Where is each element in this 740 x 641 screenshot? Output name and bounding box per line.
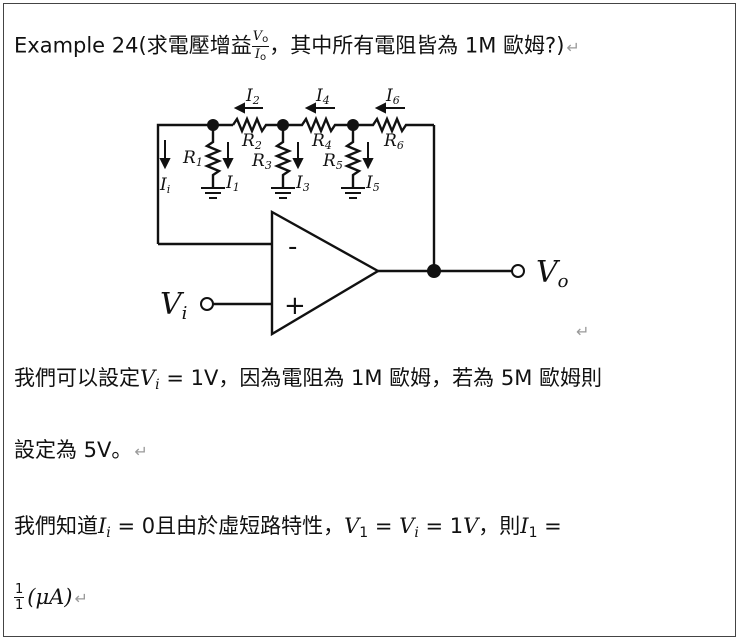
- label-r4: R4: [311, 131, 332, 152]
- op-amp-triangle: [270, 209, 381, 337]
- resistor-r5: [343, 125, 363, 188]
- label-vi: Vi: [160, 287, 187, 324]
- noninverting-sign: +: [284, 291, 306, 321]
- label-vo: Vo: [536, 255, 569, 292]
- resistor-r2: [232, 115, 283, 135]
- vo-terminal: [511, 264, 525, 278]
- resistor-r6: [353, 115, 434, 135]
- label-r6: R6: [383, 131, 404, 152]
- label-ii: Ii: [159, 175, 170, 196]
- inverting-sign: -: [288, 232, 297, 262]
- label-i1: I1: [225, 173, 240, 194]
- label-r1: R1: [182, 148, 203, 169]
- ground-symbols: [201, 187, 365, 199]
- label-i5: I5: [365, 173, 380, 194]
- label-i4: I4: [315, 86, 330, 107]
- label-r2: R2: [241, 131, 262, 152]
- circuit-labels: I2 I4 I6 R2 R4 R6 R1 R3 R5 I1 I3 I5 Ii: [159, 86, 404, 196]
- label-i6: I6: [385, 86, 400, 107]
- vi-terminal: [200, 297, 214, 311]
- resistor-r3: [273, 125, 293, 188]
- label-r5: R5: [322, 151, 343, 172]
- title-suffix: ，其中所有電阻皆為 1M 歐姆?): [269, 33, 565, 58]
- label-i2: I2: [245, 86, 260, 107]
- current-arrows: [159, 102, 405, 170]
- paragraph-mark: ↵: [566, 37, 580, 57]
- title-prefix: Example 24(求電壓增益: [14, 33, 252, 58]
- label-i3: I3: [295, 173, 310, 194]
- paragraph-2: 設定為 5V。↵: [14, 438, 148, 462]
- circuit-wires: [156, 115, 512, 337]
- resistor-r4: [283, 115, 353, 135]
- resistor-r1: [203, 125, 223, 188]
- paragraph-3: 我們知道Ii = 0且由於虛短路特性，V1 = Vi = 1V，則I1 =: [14, 514, 562, 541]
- junction-dots: [207, 119, 441, 278]
- label-r3: R3: [251, 151, 272, 172]
- paragraph-mark-figure: ↵: [576, 322, 590, 341]
- document-frame: [3, 3, 736, 637]
- paragraph-1: 我們可以設定Vi = 1V，因為電阻為 1M 歐姆，若為 5M 歐姆則: [14, 366, 602, 393]
